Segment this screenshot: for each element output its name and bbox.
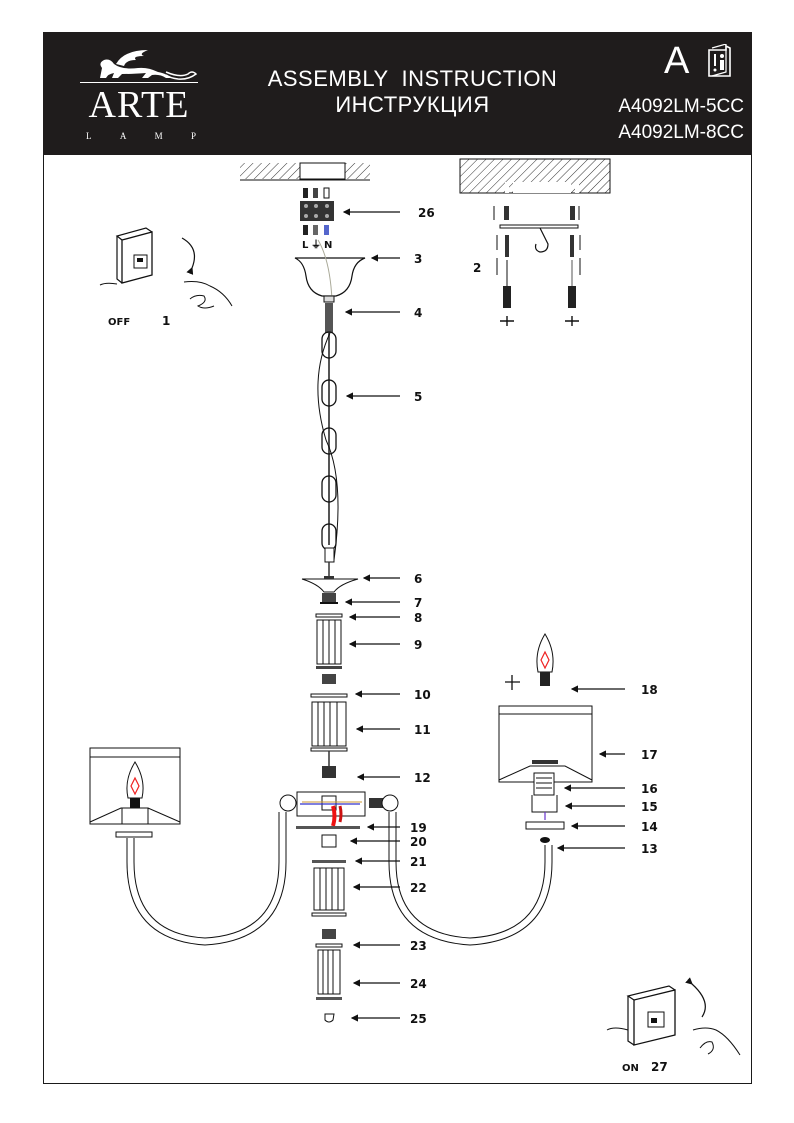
part-label-fluted-column-middle: 11 bbox=[414, 723, 431, 737]
part-label-fluted-column-upper: 9 bbox=[414, 638, 422, 652]
part-label-connector-ring: 23 bbox=[410, 939, 427, 953]
brand-sub-letter: A bbox=[119, 131, 127, 141]
brand-sub-letter: L bbox=[86, 131, 92, 141]
part-label-terminal-block: 26 bbox=[418, 206, 435, 220]
title-english: ASSEMBLY INSTRUCTION bbox=[267, 66, 558, 91]
brand-sub-letter: M bbox=[154, 131, 163, 141]
step-number: 1 bbox=[162, 314, 170, 328]
part-label-fluted-column-lower: 22 bbox=[410, 881, 427, 895]
part-label-socket-cup: 15 bbox=[641, 800, 658, 814]
part-label-connector-ring: 7 bbox=[414, 596, 422, 610]
part-label-curved-arm: 13 bbox=[641, 842, 658, 856]
page-frame bbox=[43, 32, 752, 1084]
canopy-illustration bbox=[294, 239, 366, 303]
step-number: 27 bbox=[651, 1060, 668, 1074]
part-label-washer: 10 bbox=[414, 688, 431, 702]
part-label-bulb: 18 bbox=[641, 683, 658, 697]
part-label-bobeche-plate: 14 bbox=[641, 820, 658, 834]
instruction-book-icon bbox=[708, 44, 731, 77]
part-label-bottom-plate: 19 bbox=[410, 821, 427, 835]
wire-label-live: L bbox=[302, 240, 309, 251]
griffin-logo-icon bbox=[100, 50, 198, 80]
left-lamp-illustration bbox=[89, 747, 181, 838]
upper-column-illustration bbox=[301, 576, 359, 778]
brand-sub-letter: P bbox=[190, 131, 196, 141]
part-label-washer: 21 bbox=[410, 855, 427, 869]
chain-illustration bbox=[317, 303, 339, 578]
power-switch-off-illustration bbox=[99, 227, 233, 309]
model-number: A4092LM-5CC bbox=[618, 96, 744, 117]
header-bar bbox=[43, 32, 752, 155]
power-switch-on-illustration bbox=[606, 977, 741, 1056]
wire-label-ground: ⏚ bbox=[311, 239, 321, 251]
on-caption: ON bbox=[622, 1063, 639, 1074]
model-number: A4092LM-8CC bbox=[618, 122, 744, 143]
wire-label-neutral: N bbox=[324, 240, 332, 251]
brand-name: ARTE bbox=[88, 84, 190, 126]
off-caption: OFF bbox=[108, 317, 130, 328]
part-label-lamp-shade: 17 bbox=[641, 748, 658, 762]
part-label-ceiling-canopy: 3 bbox=[414, 252, 422, 266]
part-label-canopy-fixing-nut: 4 bbox=[414, 306, 422, 320]
logo-rule bbox=[80, 82, 198, 83]
step-number: 2 bbox=[473, 261, 481, 275]
part-label-finial: 25 bbox=[410, 1012, 427, 1026]
mounting-bracket-illustration bbox=[459, 158, 611, 326]
part-label-connector-ring: 20 bbox=[410, 835, 427, 849]
part-label-washer: 8 bbox=[414, 611, 422, 625]
terminal-block-illustration bbox=[300, 187, 334, 235]
junction-and-arms-illustration bbox=[126, 791, 553, 946]
part-label-fluted-column-bottom: 24 bbox=[410, 977, 427, 991]
part-label-arm-junction-body: 12 bbox=[414, 771, 431, 785]
brand-subtitle: L A M P bbox=[86, 131, 196, 141]
part-label-lamp-socket: 16 bbox=[641, 782, 658, 796]
part-label-top-cup: 6 bbox=[414, 572, 422, 586]
part-label-chain: 5 bbox=[414, 390, 422, 404]
language-code: A bbox=[664, 40, 690, 82]
lower-column-illustration bbox=[296, 826, 360, 1023]
ceiling-illustration bbox=[240, 162, 370, 181]
title-russian: ИНСТРУКЦИЯ bbox=[335, 92, 490, 117]
right-lamp-exploded-illustration bbox=[498, 633, 593, 843]
